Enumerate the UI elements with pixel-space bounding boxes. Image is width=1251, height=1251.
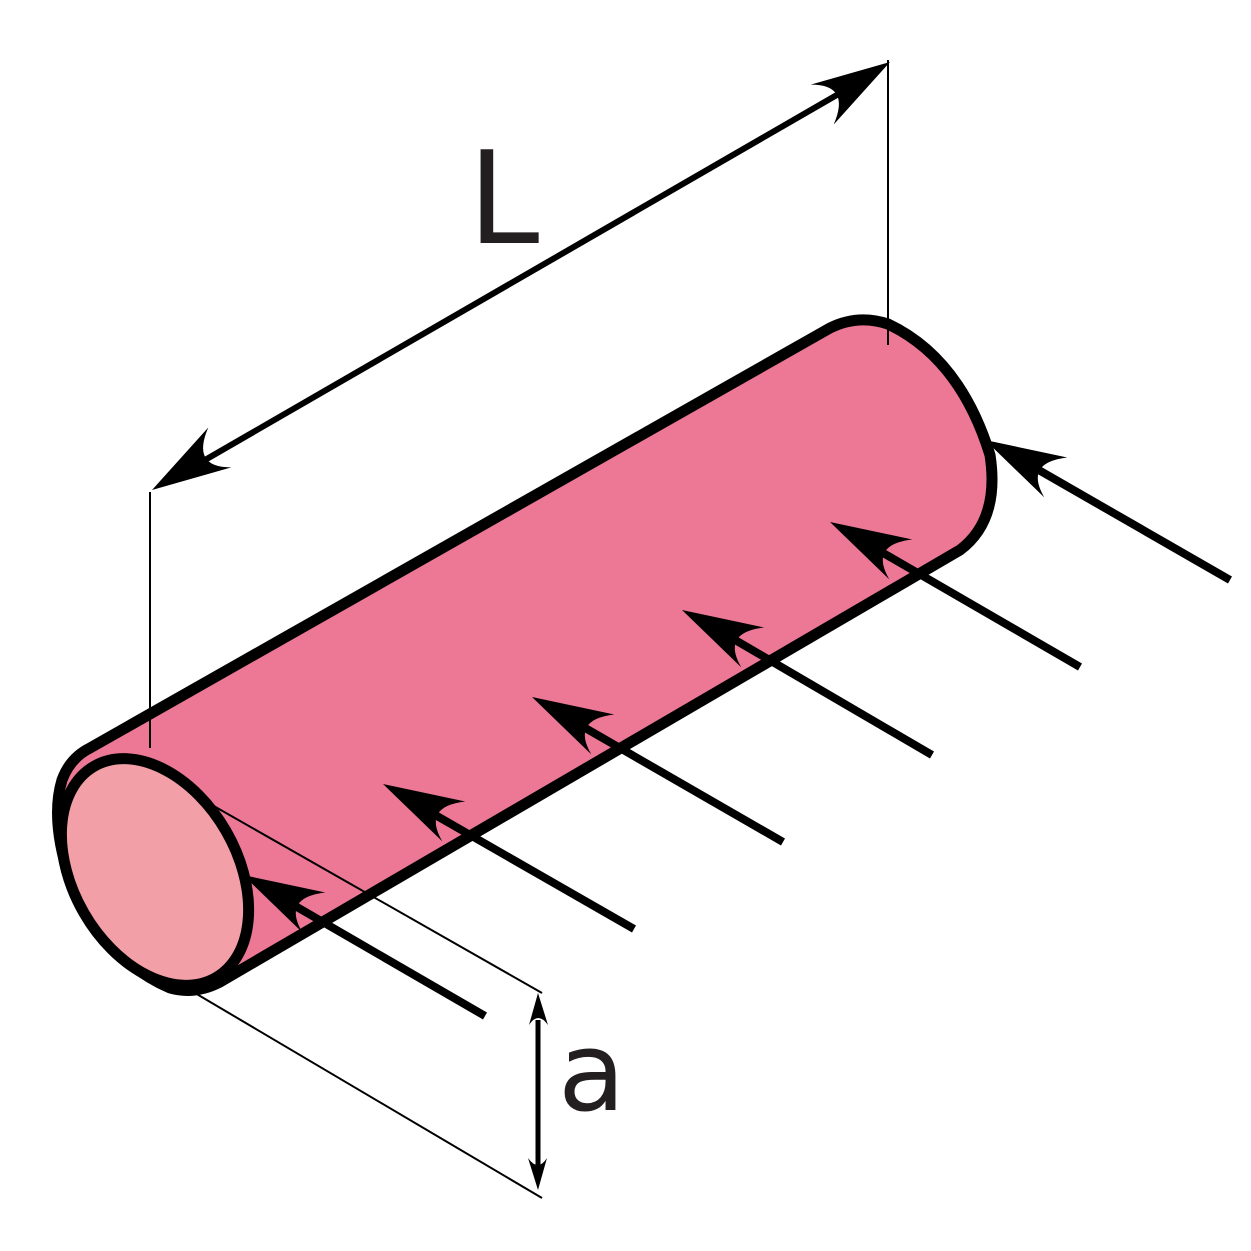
current-line (727, 633, 935, 759)
current-line (428, 808, 636, 933)
current-line (578, 721, 785, 846)
length-dimension-arrow (139, 44, 903, 508)
radius-dimension-arrow (528, 993, 548, 1190)
radius-label: a (558, 1008, 625, 1136)
current-line (875, 546, 1083, 671)
current-arrows (287, 461, 1232, 1020)
current-line (287, 899, 488, 1020)
construction-lines (149, 60, 889, 1199)
cylinder-end-face (55, 753, 255, 991)
current-line (1028, 461, 1232, 584)
length-label: L (468, 125, 539, 274)
